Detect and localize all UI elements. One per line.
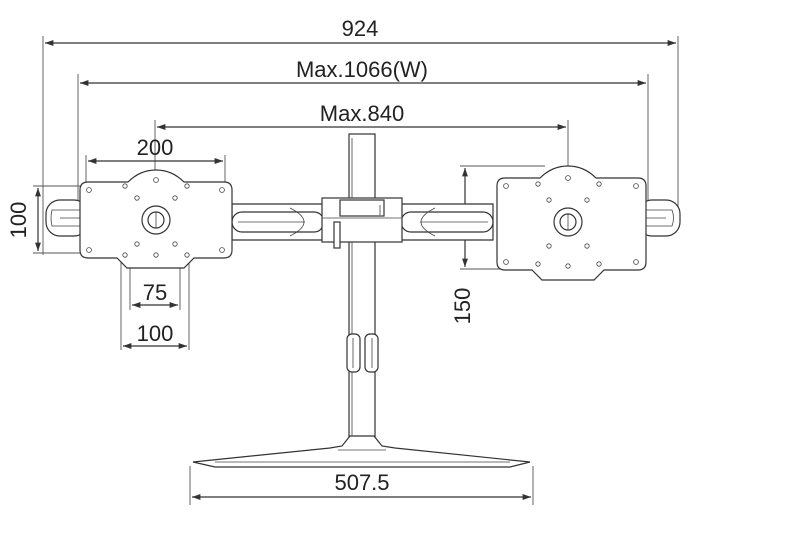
dimension-label-max-840: Max.840 <box>320 101 404 126</box>
right-vesa-plate <box>496 165 647 281</box>
dimension-overall-width: 924 <box>42 16 679 255</box>
dimension-label-vertical-100: 100 <box>6 202 31 239</box>
dimension-max-width: Max.1066(W) <box>77 57 649 200</box>
center-hub <box>321 197 403 249</box>
right-arm <box>399 203 494 241</box>
dimension-label-max-width: Max.1066(W) <box>296 57 428 82</box>
left-arm <box>231 203 326 241</box>
pole-clamp <box>346 333 379 373</box>
dimension-label-75: 75 <box>143 280 167 305</box>
left-vesa-plate <box>79 169 233 269</box>
dimension-vesa-horizontal-100: 100 <box>120 255 190 350</box>
dimension-label-924: 924 <box>342 16 379 41</box>
vertical-pole <box>348 133 376 445</box>
stand-base <box>192 435 531 468</box>
dimension-label-200: 200 <box>137 135 174 160</box>
dimension-label-507-5: 507.5 <box>334 470 389 495</box>
dimension-vesa-vertical-100: 100 <box>6 185 88 254</box>
dimension-base-width: 507.5 <box>189 466 534 505</box>
dimension-label-horizontal-100: 100 <box>137 321 174 346</box>
dimension-vesa-200: 200 <box>85 135 226 188</box>
dimension-label-150: 150 <box>450 288 475 325</box>
